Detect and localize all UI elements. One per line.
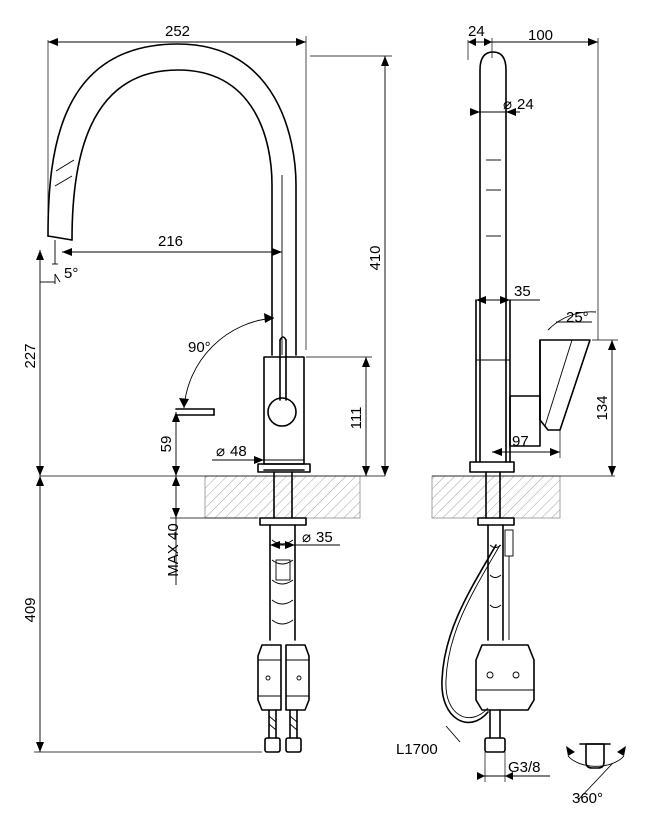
spout-diameter-symbol: ⌀: [503, 96, 512, 113]
lever-tilt-label: 25°: [566, 309, 589, 326]
body-width-label: 35: [514, 283, 531, 300]
hose-loop: [441, 544, 497, 723]
hose-length-label: L1700: [396, 741, 438, 758]
base-diameter-label: 48: [230, 443, 247, 460]
shank-diameter-symbol: ⌀: [302, 529, 311, 546]
side-depth-label: 100: [528, 27, 553, 44]
side-spout: [479, 51, 507, 463]
outlet-height-label: 227: [22, 343, 39, 368]
hose-below-label: 409: [22, 597, 39, 622]
spout-outer: [47, 43, 297, 356]
front-view: 5° 90°: [22, 23, 392, 753]
cartridge-left: [257, 644, 282, 711]
outlet-angle-label: 5°: [64, 265, 78, 282]
total-height-label: 410: [367, 245, 384, 270]
lever-knob-front: [267, 397, 297, 427]
lever-rotation-label: 90°: [188, 339, 211, 356]
side-offset-label: 24: [468, 23, 485, 40]
swivel-label: 360°: [572, 790, 603, 807]
connector-nut-left: [264, 737, 281, 753]
outlet-reach-label: 216: [158, 233, 183, 250]
countertop-front: [40, 475, 385, 519]
lever-height-label: 134: [594, 395, 611, 420]
max-thickness-label: MAX 40: [165, 523, 182, 576]
countertop-side: [431, 475, 561, 519]
side-cartridge: [475, 644, 535, 711]
side-reach-label: 97: [512, 433, 529, 450]
spout-inner: [71, 69, 273, 356]
swivel-icon: 360°: [566, 743, 626, 807]
faucet-body: [263, 356, 305, 465]
side-connector-nut: [484, 737, 506, 753]
handle-height-label: 59: [158, 436, 175, 453]
body-height-label: 111: [348, 407, 365, 430]
base-diameter-symbol: ⌀: [216, 443, 225, 460]
spout-reach-label: 252: [165, 23, 190, 40]
spout-diameter-label: 24: [517, 96, 534, 113]
side-lever: [539, 339, 591, 431]
side-view: 25° 24 100 ⌀: [396, 23, 626, 807]
shank-diameter-label: 35: [316, 529, 333, 546]
cartridge-right: [285, 644, 310, 711]
connector-label: G3/8: [508, 759, 541, 776]
connector-nut-right: [285, 737, 302, 753]
